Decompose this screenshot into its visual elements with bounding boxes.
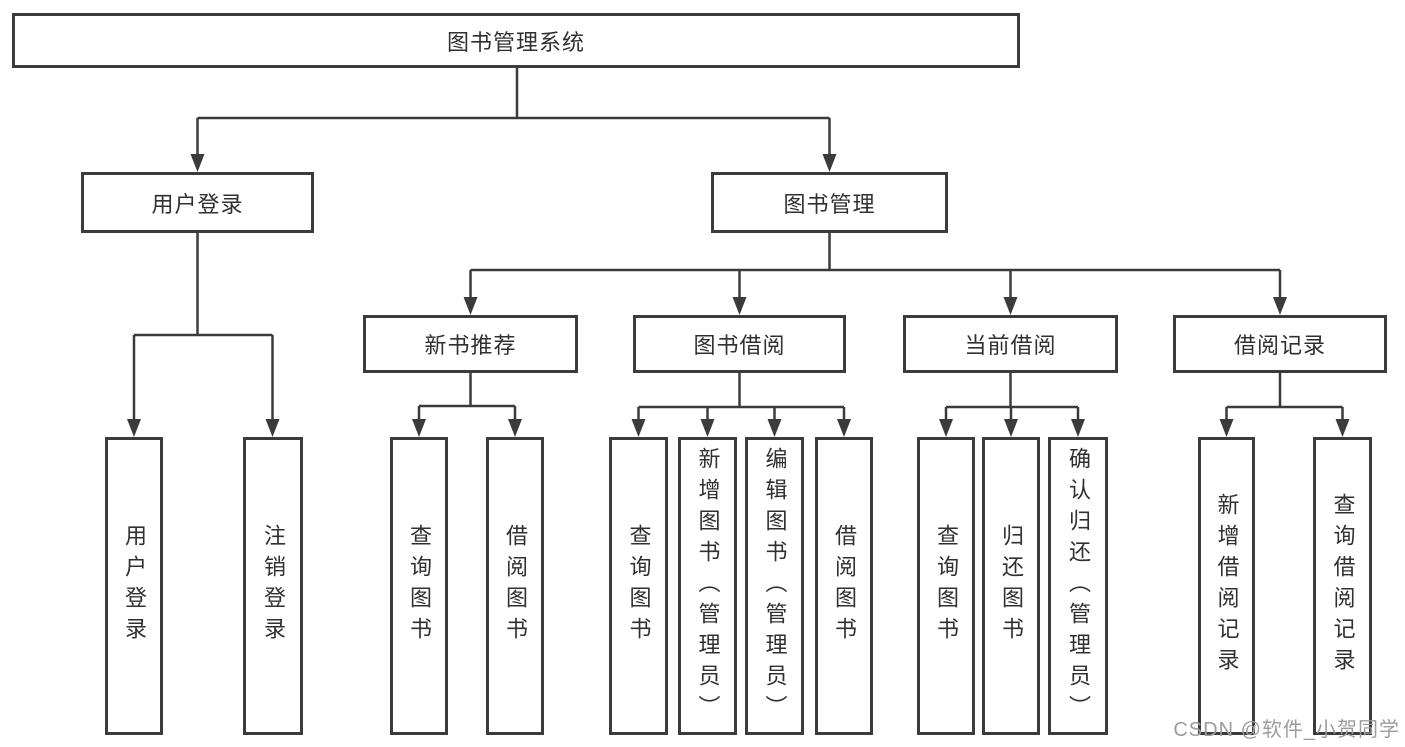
- leaf-label: 编辑图书（管理员）: [762, 446, 788, 726]
- leaf-return-books: 归还图书: [982, 437, 1040, 735]
- leaf-label: 查询图书: [407, 524, 432, 648]
- leaf-logout: 注销登录: [243, 437, 303, 735]
- node-book-borrow: 图书借阅: [633, 315, 846, 373]
- leaf-label: 新增借阅记录: [1214, 493, 1240, 679]
- leaf-query-borrow-record: 查询借阅记录: [1313, 437, 1372, 735]
- leaf-confirm-return-admin: 确认归还（管理员）: [1048, 437, 1108, 735]
- leaf-label: 归还图书: [999, 524, 1024, 648]
- node-label: 用户登录: [151, 191, 244, 217]
- leaf-user-login: 用户登录: [105, 437, 163, 735]
- node-label: 借阅记录: [1233, 333, 1326, 358]
- node-label: 图书管理: [783, 191, 876, 217]
- node-library-management-system: 图书管理系统: [12, 13, 1020, 68]
- leaf-label: 查询图书: [626, 524, 652, 648]
- leaf-query-books-recommend: 查询图书: [390, 437, 448, 735]
- leaf-add-books-admin: 新增图书（管理员）: [678, 437, 737, 735]
- node-current-borrow: 当前借阅: [903, 315, 1118, 373]
- leaf-borrow-books-recommend: 借阅图书: [486, 437, 544, 735]
- leaf-label: 确认归还（管理员）: [1066, 446, 1091, 726]
- leaf-add-borrow-record: 新增借阅记录: [1198, 437, 1255, 735]
- leaf-label: 注销登录: [261, 524, 286, 648]
- node-new-book-recommend: 新书推荐: [363, 315, 578, 373]
- leaf-query-books-borrow: 查询图书: [609, 437, 668, 735]
- node-label: 图书借阅: [693, 333, 786, 358]
- node-borrow-records: 借阅记录: [1173, 315, 1387, 373]
- leaf-label: 借阅图书: [832, 524, 857, 648]
- node-user-login: 用户登录: [81, 172, 314, 233]
- leaf-label: 借阅图书: [503, 524, 528, 648]
- leaf-label: 查询借阅记录: [1330, 493, 1356, 679]
- leaf-edit-books-admin: 编辑图书（管理员）: [745, 437, 804, 735]
- leaf-borrow-books: 借阅图书: [815, 437, 873, 735]
- node-book-management: 图书管理: [711, 172, 948, 233]
- leaf-label: 用户登录: [122, 524, 147, 648]
- node-label: 图书管理系统: [446, 29, 585, 55]
- csdn-watermark: CSDN @软件_小贺同学: [1173, 719, 1400, 741]
- leaf-query-books-current: 查询图书: [917, 437, 975, 735]
- leaf-label: 新增图书（管理员）: [695, 446, 721, 726]
- leaf-label: 查询图书: [934, 524, 959, 648]
- node-label: 当前借阅: [964, 333, 1057, 358]
- node-label: 新书推荐: [424, 333, 517, 358]
